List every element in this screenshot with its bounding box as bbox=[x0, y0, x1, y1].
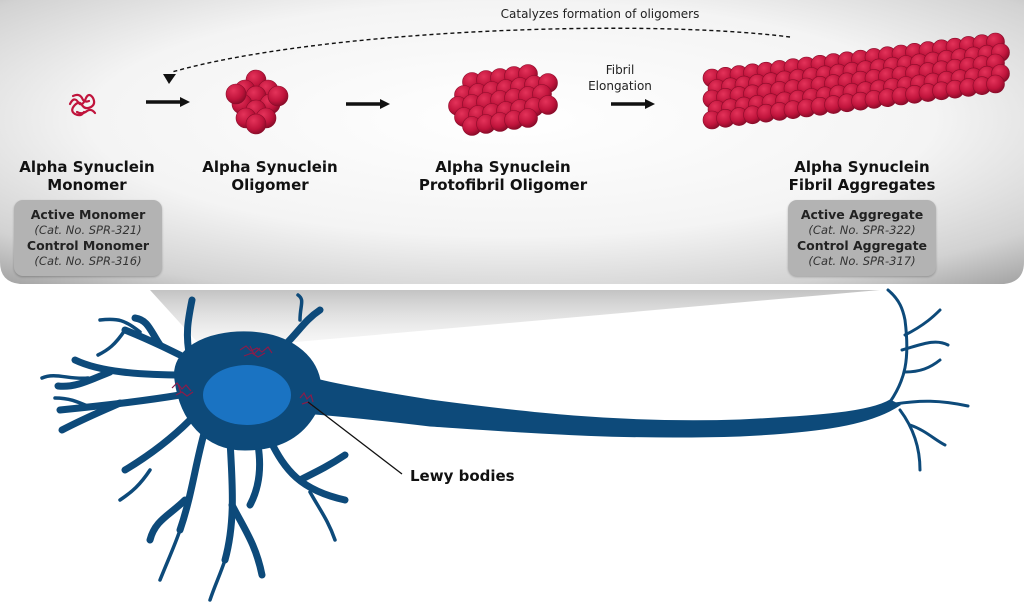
stage-title-fibril-line2: Fibril Aggregates bbox=[788, 176, 936, 194]
protein-sphere bbox=[518, 108, 538, 128]
elongation-label-line1: Fibril bbox=[605, 63, 635, 77]
aggregate-catalog-box: Active Aggregate (Cat. No. SPR-322) Cont… bbox=[788, 200, 936, 276]
protein-sphere bbox=[225, 83, 247, 105]
monomer-active-label: Active Monomer bbox=[30, 207, 146, 222]
protein-sphere bbox=[267, 85, 289, 107]
elongation-label: Fibril Elongation bbox=[580, 62, 660, 94]
fibril-icon bbox=[702, 32, 1010, 130]
monomer-icon bbox=[68, 93, 97, 117]
protein-sphere bbox=[538, 95, 558, 115]
stage-title-protofibril-line2: Protofibril Oligomer bbox=[418, 176, 588, 194]
stage-title-monomer-line2: Monomer bbox=[47, 176, 127, 194]
oligomer-icon bbox=[225, 69, 289, 135]
stage-title-monomer-line1: Alpha Synuclein bbox=[19, 158, 155, 176]
lewy-bodies-label: Lewy bodies bbox=[410, 467, 515, 485]
elongation-label-line2: Elongation bbox=[588, 79, 652, 93]
feedback-arrow bbox=[171, 27, 791, 73]
protein-sphere bbox=[245, 113, 267, 135]
nucleus bbox=[203, 365, 291, 425]
feedback-label: Catalyzes formation of oligomers bbox=[500, 7, 700, 21]
neuron bbox=[40, 288, 970, 602]
aggregate-active-label: Active Aggregate bbox=[800, 207, 924, 222]
lewy-pointer-line bbox=[307, 401, 403, 475]
monomer-control-label: Control Monomer bbox=[26, 238, 150, 253]
stage-title-oligomer-line1: Alpha Synuclein bbox=[202, 158, 338, 176]
protofibril-icon bbox=[448, 64, 558, 136]
monomer-control-cat: (Cat. No. SPR-316) bbox=[34, 254, 142, 268]
aggregate-control-label: Control Aggregate bbox=[796, 238, 928, 253]
aggregate-control-cat: (Cat. No. SPR-317) bbox=[808, 254, 916, 268]
stage-title-monomer: Alpha Synuclein Monomer bbox=[0, 158, 187, 194]
stage-title-protofibril-line1: Alpha Synuclein bbox=[435, 158, 571, 176]
feedback-arrow-head bbox=[163, 74, 176, 84]
zoom-cone bbox=[150, 290, 880, 345]
stage-title-oligomer-line2: Oligomer bbox=[231, 176, 309, 194]
stage-title-protofibril: Alpha Synuclein Protofibril Oligomer bbox=[403, 158, 603, 194]
monomer-catalog-box: Active Monomer (Cat. No. SPR-321) Contro… bbox=[14, 200, 162, 276]
stage-title-oligomer: Alpha Synuclein Oligomer bbox=[170, 158, 370, 194]
stage-title-fibril-line1: Alpha Synuclein bbox=[794, 158, 930, 176]
protein-sphere bbox=[986, 74, 1005, 94]
monomer-active-cat: (Cat. No. SPR-321) bbox=[34, 223, 142, 237]
aggregate-active-cat: (Cat. No. SPR-322) bbox=[808, 223, 916, 237]
stage-title-fibril: Alpha Synuclein Fibril Aggregates bbox=[762, 158, 962, 194]
